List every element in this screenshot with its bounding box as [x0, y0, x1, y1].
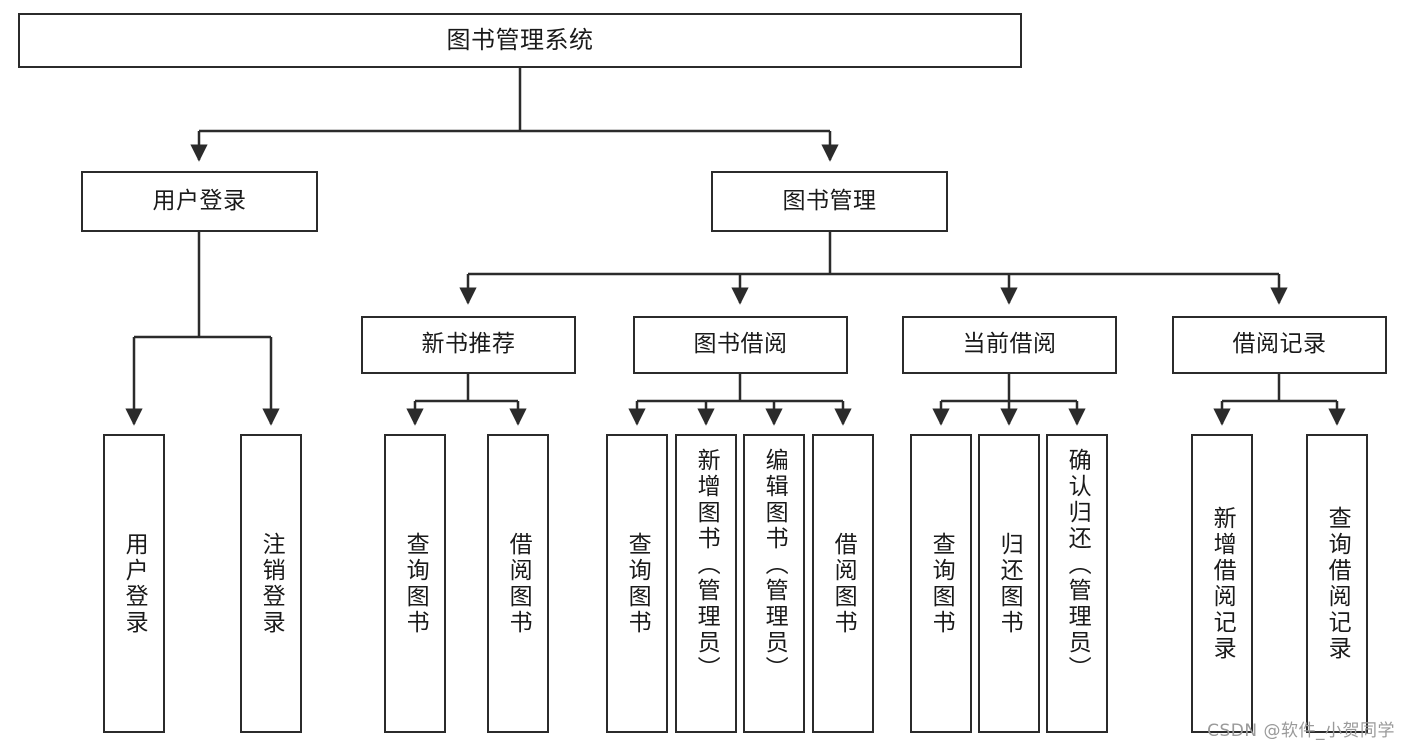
node-label: 当前借阅 — [962, 331, 1057, 358]
node-label: 查询图书 — [402, 531, 429, 636]
node-leaf-query-borrow-record[interactable]: 查询借阅记录 — [1306, 434, 1368, 733]
node-label: 用户登录 — [121, 531, 148, 636]
node-label: 查询图书 — [928, 531, 955, 636]
node-label: 新增借阅记录 — [1209, 505, 1236, 662]
node-current-borrowing[interactable]: 当前借阅 — [902, 316, 1117, 374]
node-book-borrowing[interactable]: 图书借阅 — [633, 316, 848, 374]
node-leaf-user-login[interactable]: 用户登录 — [103, 434, 165, 733]
node-new-book-recommendation[interactable]: 新书推荐 — [361, 316, 576, 374]
node-leaf-query-books-recommend[interactable]: 查询图书 — [384, 434, 446, 733]
node-label: 查询图书 — [624, 531, 651, 636]
node-label: 归还图书 — [996, 531, 1023, 636]
node-user-login[interactable]: 用户登录 — [81, 171, 318, 232]
node-leaf-edit-book-admin[interactable]: 编辑图书（管理员） — [743, 434, 805, 733]
node-leaf-add-book-admin[interactable]: 新增图书（管理员） — [675, 434, 737, 733]
node-label: 新书推荐 — [421, 331, 516, 358]
node-leaf-add-borrow-record[interactable]: 新增借阅记录 — [1191, 434, 1253, 733]
watermark: CSDN @软件_小贺同学 — [1207, 721, 1395, 741]
node-label: 借阅记录 — [1232, 331, 1327, 358]
node-label: 编辑图书（管理员） — [761, 448, 788, 682]
node-leaf-query-books-borrow[interactable]: 查询图书 — [606, 434, 668, 733]
node-leaf-confirm-return-admin[interactable]: 确认归还（管理员） — [1046, 434, 1108, 733]
node-label: 用户登录 — [152, 187, 247, 214]
node-label: 借阅图书 — [505, 531, 532, 636]
node-label: 确认归还（管理员） — [1064, 448, 1091, 682]
node-label: 查询借阅记录 — [1324, 505, 1351, 662]
node-label: 图书管理 — [782, 187, 877, 214]
node-label: 注销登录 — [258, 531, 285, 636]
node-borrowing-records[interactable]: 借阅记录 — [1172, 316, 1387, 374]
node-leaf-logout[interactable]: 注销登录 — [240, 434, 302, 733]
node-label: 图书管理系统 — [446, 26, 594, 55]
node-leaf-borrow-books-recommend[interactable]: 借阅图书 — [487, 434, 549, 733]
node-label: 图书借阅 — [693, 331, 788, 358]
node-label: 借阅图书 — [830, 531, 857, 636]
node-leaf-return-books[interactable]: 归还图书 — [978, 434, 1040, 733]
node-label: 新增图书（管理员） — [693, 448, 720, 682]
node-book-management[interactable]: 图书管理 — [711, 171, 948, 232]
node-leaf-borrow-books[interactable]: 借阅图书 — [812, 434, 874, 733]
node-root-system[interactable]: 图书管理系统 — [18, 13, 1022, 68]
node-leaf-query-books-current[interactable]: 查询图书 — [910, 434, 972, 733]
